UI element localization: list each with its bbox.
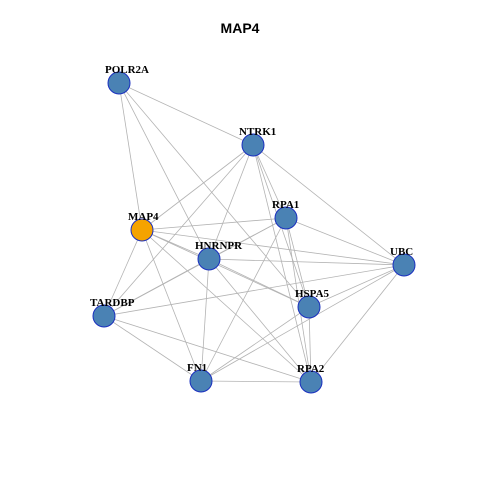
node-label-fn1: FN1 [187, 362, 207, 374]
node-ntrk1[interactable] [241, 133, 265, 157]
node-label-tardbp: TARDBP [90, 297, 135, 309]
edge-polr2a-map4 [118, 82, 143, 231]
edge-map4-tardbp [103, 229, 143, 317]
edge-map4-ubc [141, 229, 405, 266]
edge-ntrk1-map4 [141, 144, 254, 231]
node-label-rpa1: RPA1 [272, 199, 299, 211]
edge-map4-hspa5 [141, 229, 310, 308]
edge-ntrk1-ubc [252, 144, 405, 266]
edge-ubc-rpa2 [310, 264, 405, 383]
edge-rpa1-fn1 [200, 217, 287, 382]
node-label-ubc: UBC [390, 246, 413, 258]
node-label-rpa2: RPA2 [297, 363, 325, 375]
node-label-map4: MAP4 [128, 211, 159, 223]
edge-map4-rpa1 [141, 217, 287, 231]
edge-map4-rpa2 [141, 229, 312, 383]
edge-fn1-rpa2 [200, 380, 312, 383]
node-ubc[interactable] [392, 253, 416, 277]
edge-rpa1-hspa5 [285, 217, 310, 308]
node-hspa5[interactable] [297, 295, 321, 319]
node-label-hspa5: HSPA5 [295, 288, 330, 300]
edge-hnrnpr-ubc [208, 258, 405, 266]
edge-hnrnpr-fn1 [200, 258, 210, 382]
edges-layer [103, 82, 405, 383]
edge-polr2a-hnrnpr [118, 82, 210, 260]
edge-rpa1-ubc [285, 217, 405, 266]
edge-hnrnpr-tardbp [103, 258, 210, 317]
node-tardbp[interactable] [92, 304, 116, 328]
edge-polr2a-ntrk1 [118, 82, 254, 146]
edge-polr2a-hspa5 [118, 82, 310, 308]
edge-ntrk1-rpa2 [252, 144, 312, 383]
node-rpa2[interactable] [299, 370, 323, 394]
node-map4[interactable] [130, 218, 154, 242]
node-label-ntrk1: NTRK1 [239, 126, 276, 138]
edge-hspa5-rpa2 [308, 306, 312, 383]
edge-map4-fn1 [141, 229, 202, 382]
edge-hnrnpr-hspa5 [208, 258, 310, 308]
node-fn1[interactable] [189, 369, 213, 393]
node-polr2a[interactable] [107, 71, 131, 95]
edge-hnrnpr-rpa2 [208, 258, 312, 383]
graph-title: MAP4 [220, 20, 260, 36]
edge-rpa1-rpa2 [285, 217, 312, 383]
edge-ntrk1-rpa1 [252, 144, 287, 219]
edge-ubc-fn1 [200, 264, 405, 382]
edge-tardbp-rpa2 [103, 315, 312, 383]
edge-hspa5-fn1 [200, 306, 310, 382]
nodes-layer [92, 71, 416, 394]
node-rpa1[interactable] [274, 206, 298, 230]
edge-ntrk1-tardbp [103, 144, 254, 317]
node-label-hnrnpr: HNRNPR [195, 240, 243, 252]
node-hnrnpr[interactable] [197, 247, 221, 271]
node-label-polr2a: POLR2A [105, 64, 149, 76]
edge-tardbp-fn1 [103, 315, 202, 382]
edge-ubc-hspa5 [308, 264, 405, 308]
edge-ubc-tardbp [103, 264, 405, 317]
